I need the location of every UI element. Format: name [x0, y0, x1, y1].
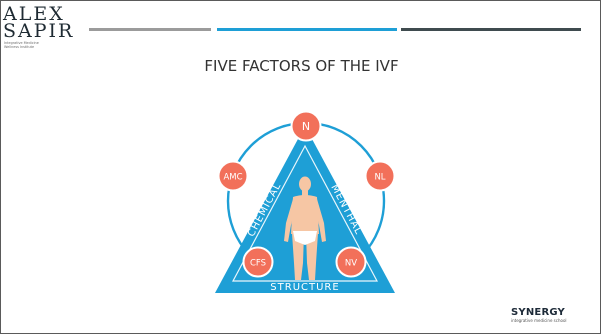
node-n: N	[290, 110, 322, 142]
logo-line-2: SAPIR	[3, 20, 75, 42]
alex-sapir-logo: ALEX SAPIR Integrative Medicine Wellness…	[3, 3, 89, 53]
logo-tagline-1: Integrative Medicine	[4, 41, 39, 45]
header-bar-blue	[217, 28, 397, 31]
header-bar-gray	[89, 28, 211, 31]
synergy-logo: SYNERGY integrative medicine school	[511, 307, 567, 323]
node-nl: NL	[364, 160, 396, 192]
node-amc: AMC	[217, 160, 249, 192]
node-nl-label: NL	[374, 173, 385, 183]
logo-tagline-2: Wellness Institute	[4, 45, 35, 49]
node-n-label: N	[302, 120, 310, 133]
human-body-figure	[284, 176, 326, 280]
node-nv: NV	[335, 246, 367, 278]
triangle-inner-outline	[232, 144, 378, 282]
synergy-brand: SYNERGY	[511, 307, 565, 318]
node-nv-label: NV	[345, 259, 357, 269]
header-bar-dark	[401, 28, 581, 31]
node-amc-label: AMC	[223, 173, 242, 183]
node-cfs-label: CFS	[250, 259, 266, 269]
side-label-structure: STRUCTURE	[270, 282, 339, 293]
slide-title: FIVE FACTORS OF THE IVF	[204, 57, 399, 75]
logo-line-1: ALEX	[3, 3, 65, 25]
synergy-brand-sub: integrative medicine school	[511, 318, 567, 323]
node-cfs: CFS	[242, 246, 274, 278]
